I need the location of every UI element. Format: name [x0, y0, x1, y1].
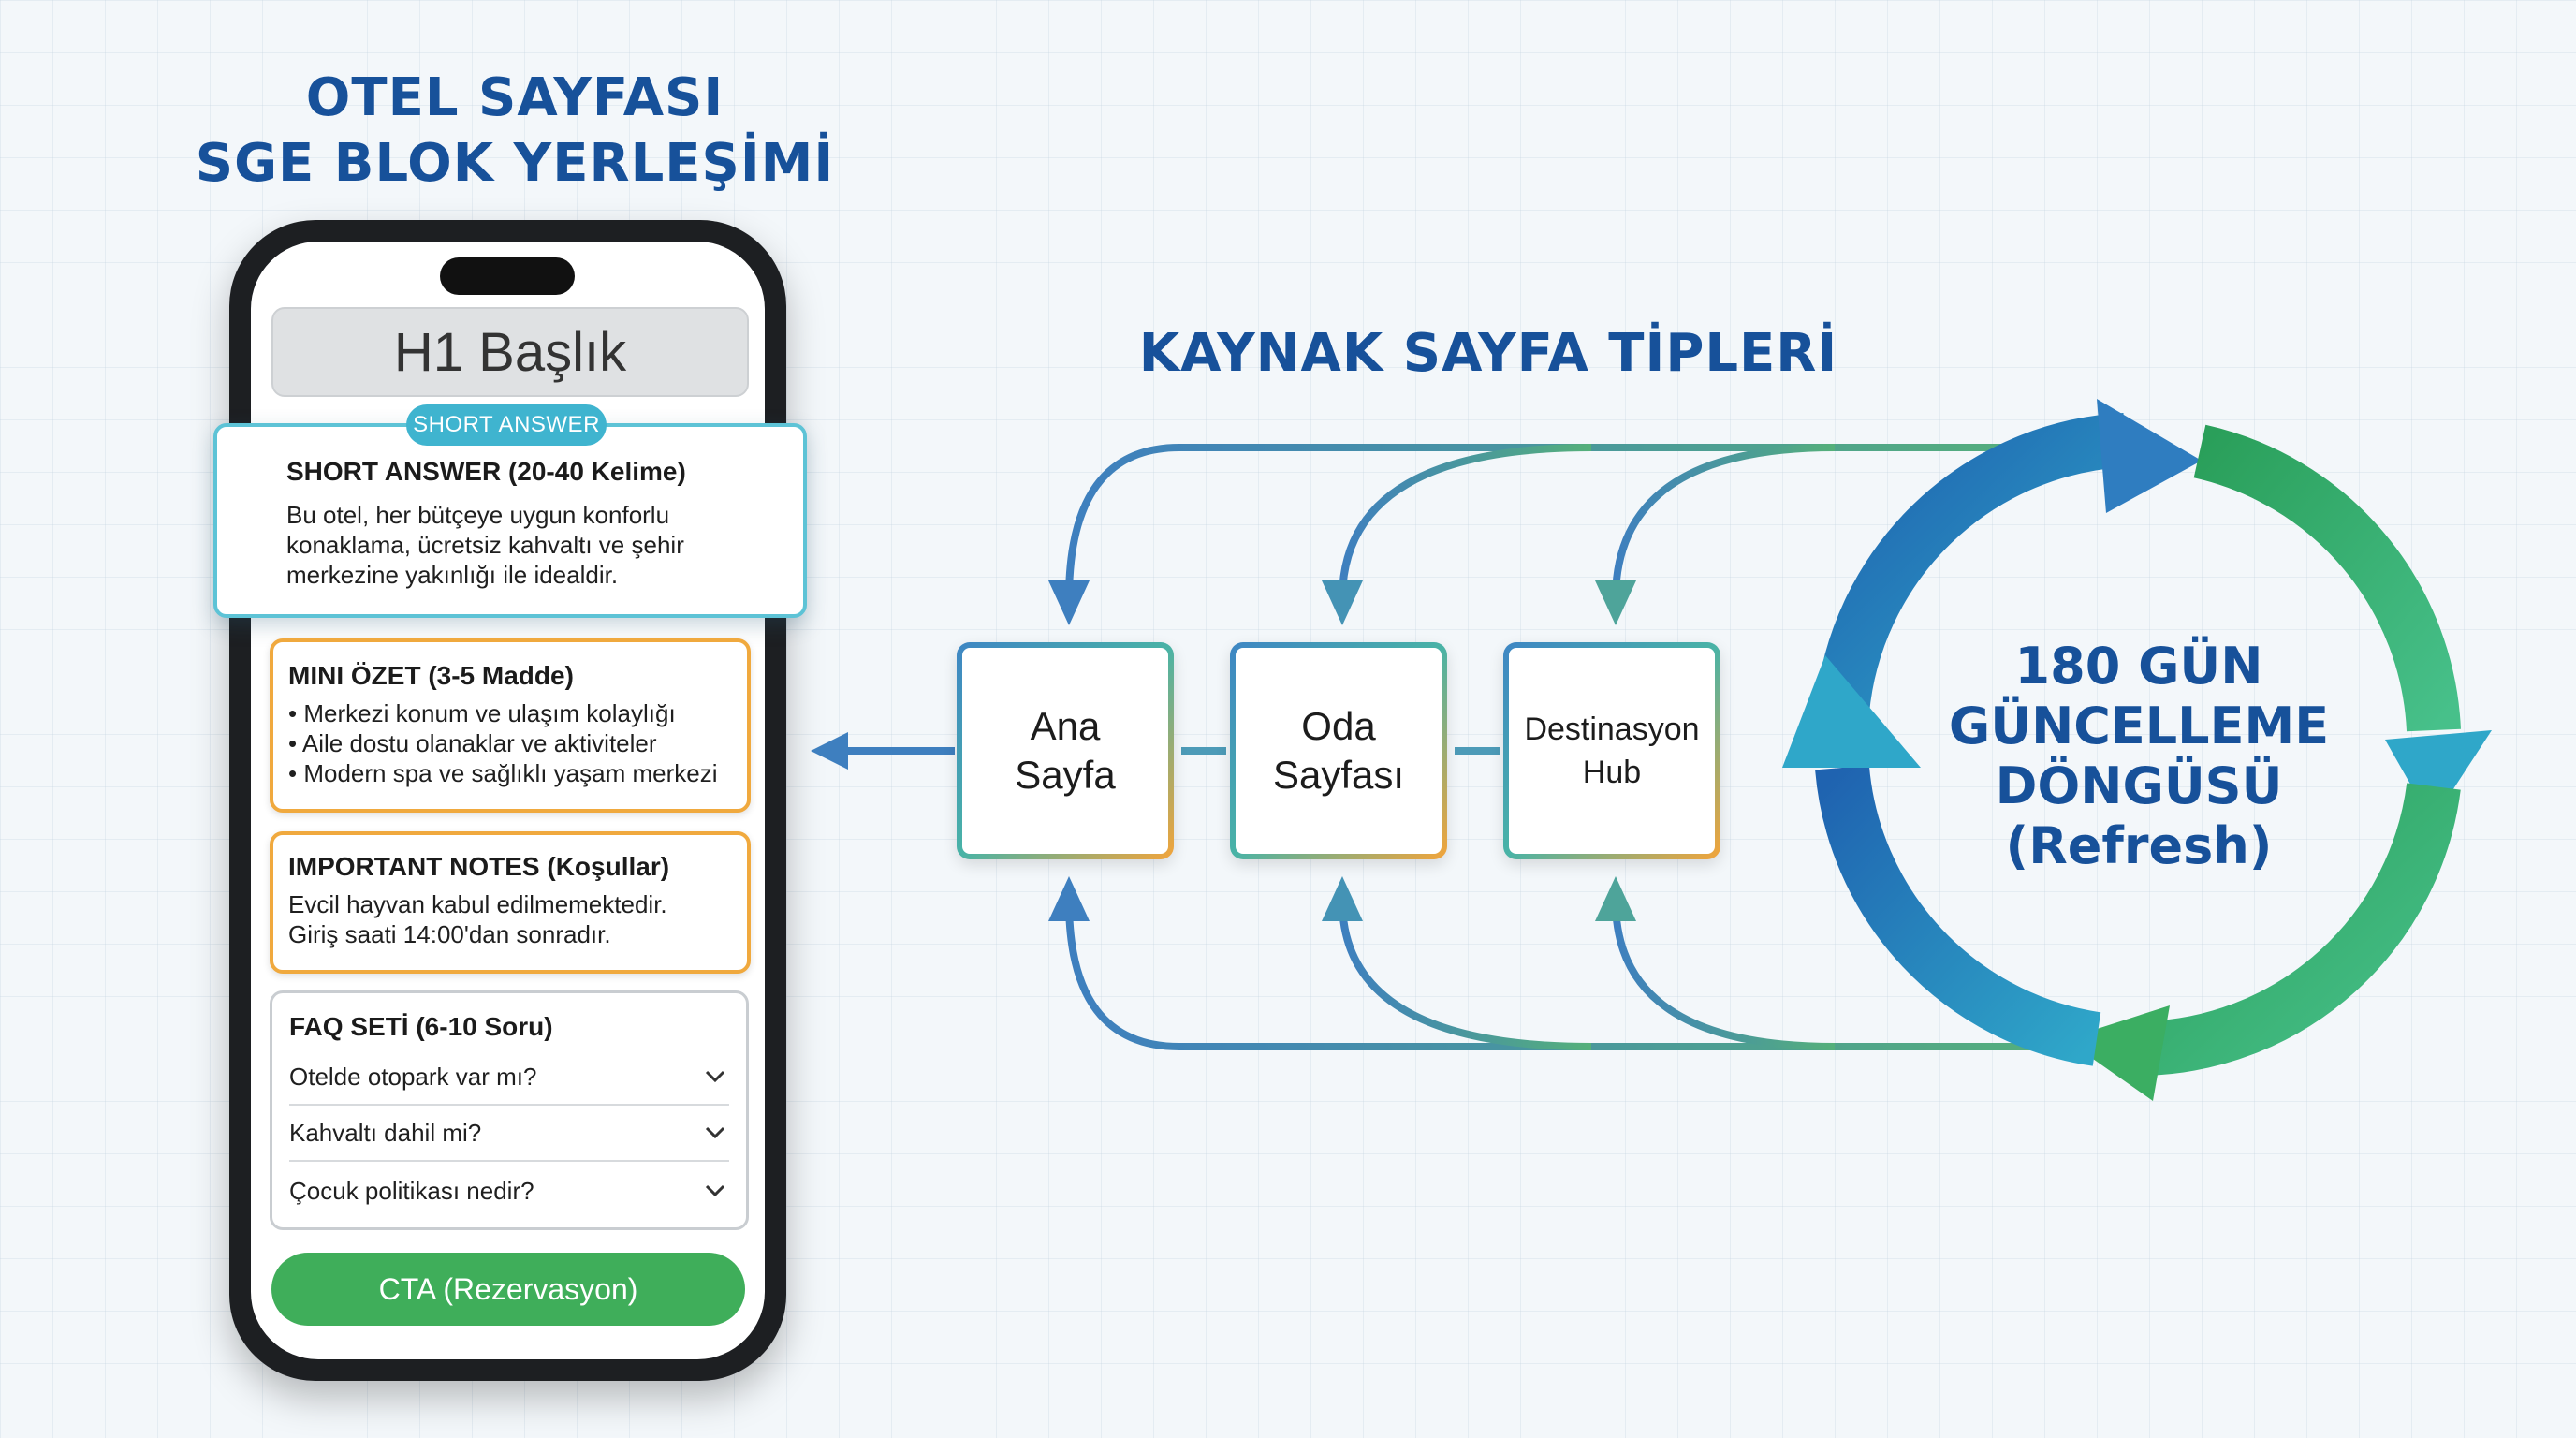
cycle-line: DÖNGÜSÜ: [1995, 756, 2283, 815]
refresh-cycle-icon: [1782, 399, 2492, 1101]
mini-summary-item: • Aile dostu olanaklar ve aktiviteler: [288, 729, 657, 757]
notes-text: Evcil hayvan kabul edilmemektedir. Giriş…: [288, 889, 667, 949]
short-answer-title: SHORT ANSWER (20-40 Kelime): [286, 457, 686, 486]
cta-reservation-button[interactable]: CTA (Rezervasyon): [271, 1253, 745, 1326]
faq-title: FAQ SETİ (6-10 Soru): [289, 1012, 553, 1041]
mini-summary-item: • Merkezi konum ve ulaşım kolaylığı: [288, 699, 676, 727]
short-answer-line: merkezine yakınlığı ile idealdir.: [286, 561, 619, 589]
top-arrowheads: [1048, 580, 1636, 625]
mini-summary-title: MINI ÖZET (3-5 Madde): [288, 661, 574, 690]
mini-summary-list: • Merkezi konum ve ulaşım kolaylığı • Ai…: [288, 698, 718, 788]
source-page-label: Sayfa: [1015, 753, 1116, 797]
faq-question: Otelde otopark var mı?: [289, 1062, 537, 1091]
notes-title: IMPORTANT NOTES (Koşullar): [288, 852, 670, 881]
bottom-arrowheads: [1048, 876, 1636, 921]
source-pages-title: KAYNAK SAYFA TİPLERİ: [1138, 323, 1838, 384]
source-page-label: Oda: [1301, 704, 1376, 748]
chevron-down-icon: [705, 1184, 725, 1197]
left-title: OTEL SAYFASI SGE BLOK YERLEŞİMİ: [131, 66, 899, 197]
short-answer-badge: SHORT ANSWER: [406, 404, 607, 446]
short-answer-card: SHORT ANSWER (20-40 Kelime) Bu otel, her…: [213, 423, 807, 618]
faq-question: Çocuk politikası nedir?: [289, 1176, 534, 1205]
short-answer-line: konaklama, ücretsiz kahvaltı ve şehir: [286, 531, 684, 559]
source-page-label: Hub: [1582, 755, 1642, 790]
chevron-down-icon: [705, 1070, 725, 1083]
h1-heading-block: H1 Başlık: [271, 307, 749, 397]
important-notes-card: IMPORTANT NOTES (Koşullar) Evcil hayvan …: [270, 831, 751, 974]
refresh-cycle-label: 180 GÜN GÜNCELLEME DÖNGÜSÜ (Refresh): [1919, 637, 2359, 876]
bottom-feedback-arrows: [1065, 900, 2078, 1050]
mini-summary-item: • Modern spa ve sağlıklı yaşam merkezi: [288, 759, 718, 787]
mini-summary-card: MINI ÖZET (3-5 Madde) • Merkezi konum ve…: [270, 638, 751, 813]
source-page-home: Ana Sayfa: [957, 642, 1174, 859]
short-answer-line: Bu otel, her bütçeye uygun konforlu: [286, 501, 670, 529]
short-answer-text: Bu otel, her bütçeye uygun konforlu kona…: [286, 500, 684, 590]
faq-item[interactable]: Otelde otopark var mı?: [289, 1049, 729, 1106]
notes-line: Giriş saati 14:00'dan sonradır.: [288, 920, 611, 948]
chevron-down-icon: [705, 1126, 725, 1139]
source-page-label: Destinasyon: [1524, 712, 1700, 747]
cycle-line: GÜNCELLEME: [1948, 697, 2330, 756]
faq-question: Kahvaltı dahil mi?: [289, 1118, 482, 1147]
source-page-room: Oda Sayfası: [1230, 642, 1447, 859]
cycle-line: 180 GÜN: [2014, 637, 2263, 696]
faq-card: FAQ SETİ (6-10 Soru) Otelde otopark var …: [270, 990, 749, 1230]
left-arrow: [811, 732, 955, 770]
top-feedback-arrows: [1065, 444, 2059, 600]
notes-line: Evcil hayvan kabul edilmemektedir.: [288, 890, 667, 918]
phone-notch: [440, 257, 575, 295]
faq-item[interactable]: Kahvaltı dahil mi?: [289, 1106, 729, 1162]
source-page-label: Sayfası: [1272, 753, 1405, 797]
left-title-line1: OTEL SAYFASI: [305, 67, 724, 128]
source-page-label: Ana: [1030, 704, 1101, 748]
source-page-destination-hub: Destinasyon Hub: [1503, 642, 1720, 859]
cycle-line: (Refresh): [2005, 816, 2273, 875]
faq-item[interactable]: Çocuk politikası nedir?: [289, 1164, 729, 1218]
left-title-line2: SGE BLOK YERLEŞİMİ: [195, 133, 835, 194]
